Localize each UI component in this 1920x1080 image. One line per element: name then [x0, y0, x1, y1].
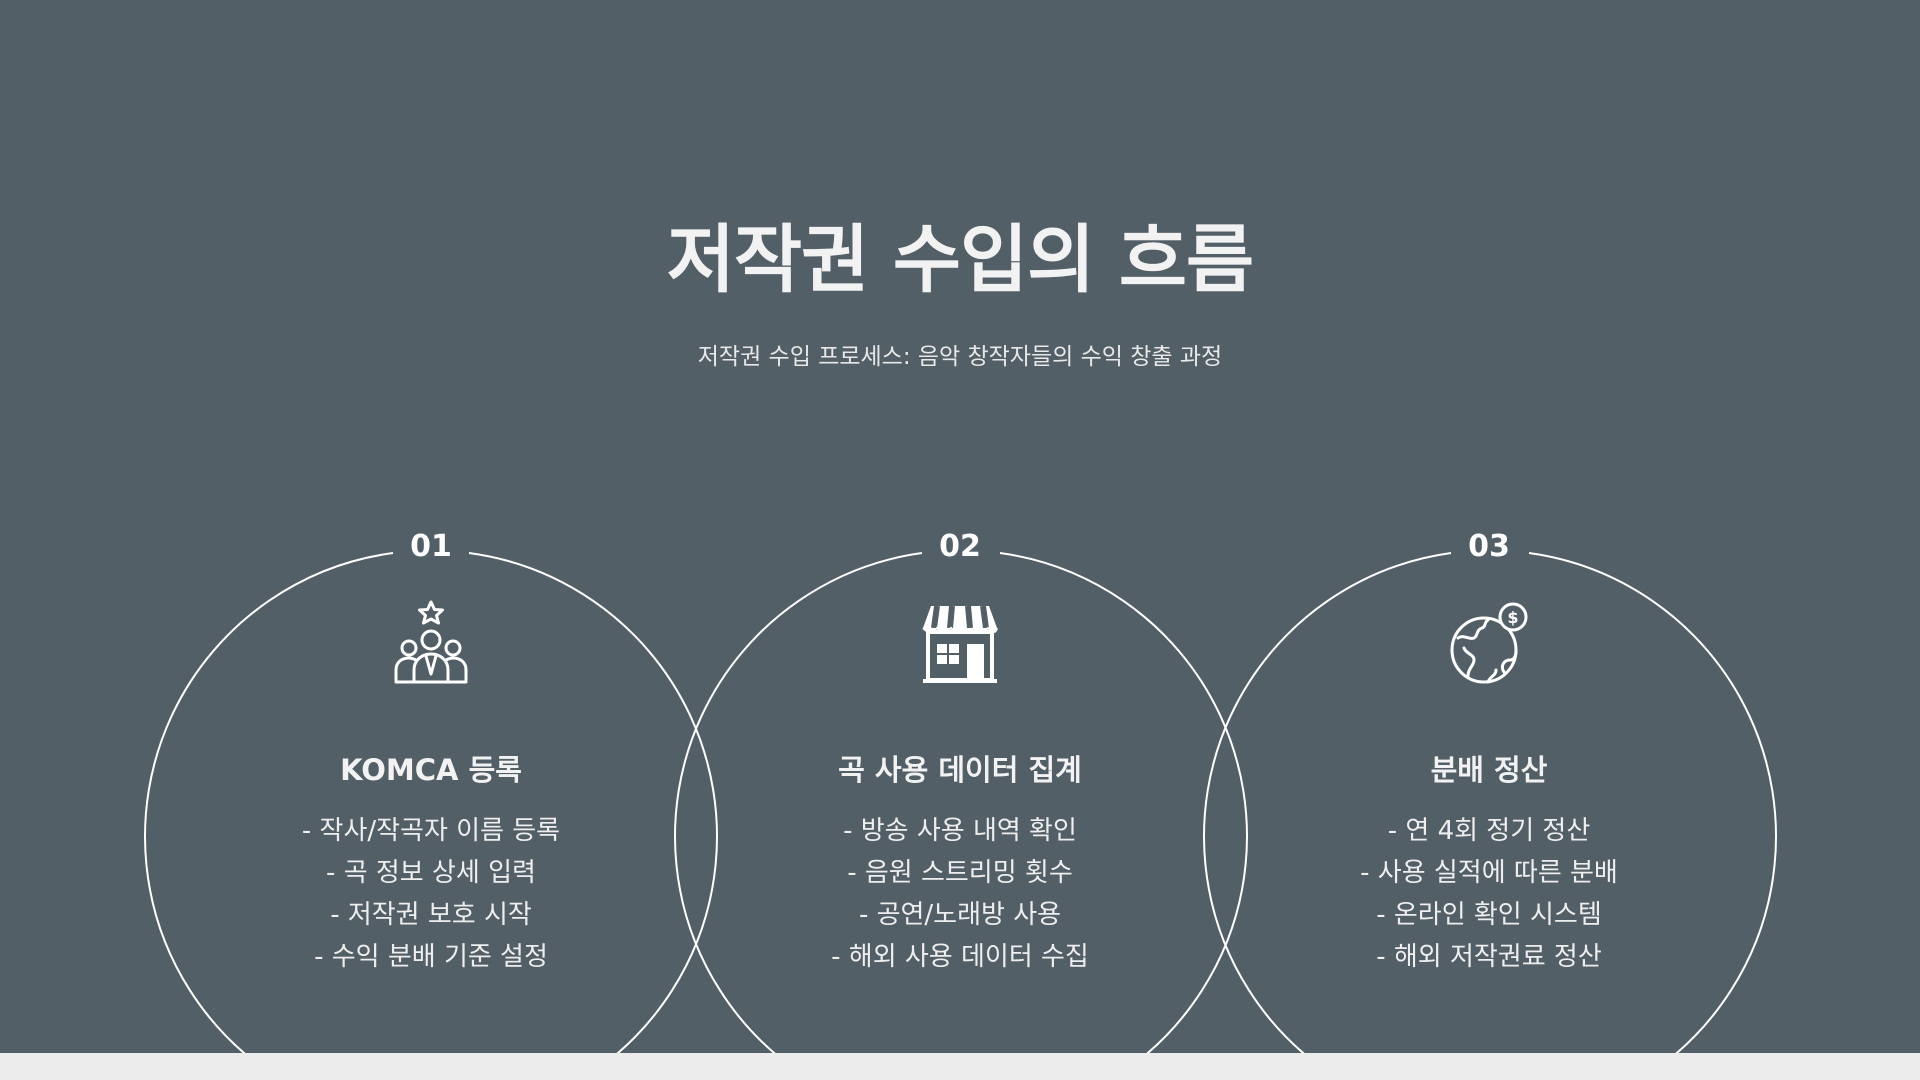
- list-item: - 해외 저작권료 정산: [1376, 942, 1602, 972]
- list-item: - 연 4회 정기 정산: [1387, 816, 1591, 846]
- ring-1: [144, 552, 718, 1053]
- step-items: - 방송 사용 내역 확인 - 음원 스트리밍 횟수 - 공연/노래방 사용 -…: [700, 810, 1220, 978]
- step-heading: KOMCA 등록: [340, 753, 522, 787]
- list-item: - 해외 사용 데이터 수집: [831, 942, 1089, 972]
- list-item: - 저작권 보호 시작: [330, 900, 532, 930]
- people-star-icon: [386, 598, 476, 688]
- list-item: - 음원 스트리밍 횟수: [847, 858, 1073, 888]
- page-title: 저작권 수입의 흐름: [666, 217, 1254, 303]
- globe-dollar-icon: $: [1444, 598, 1534, 688]
- list-item: - 작사/작곡자 이름 등록: [301, 816, 561, 846]
- list-item: - 수익 분배 기준 설정: [314, 942, 548, 972]
- step-1: 01 KOMCA 등록 - 작사/작곡자 이름 등록 - 곡 정보 상세 입력 …: [171, 0, 691, 1053]
- step-number: 02: [939, 529, 981, 564]
- list-item: - 곡 정보 상세 입력: [326, 858, 536, 888]
- svg-text:$: $: [1507, 608, 1518, 627]
- store-icon: [915, 598, 1005, 688]
- page-subtitle: 저작권 수입 프로세스: 음악 창작자들의 수익 창출 과정: [697, 344, 1223, 370]
- list-item: - 공연/노래방 사용: [858, 900, 1062, 930]
- ring-2: [674, 552, 1248, 1053]
- list-item: - 사용 실적에 따른 분배: [1360, 858, 1618, 888]
- slide: 저작권 수입의 흐름 저작권 수입 프로세스: 음악 창작자들의 수익 창출 과…: [0, 0, 1920, 1053]
- step-number: 03: [1468, 529, 1510, 564]
- bottom-bar: [0, 1053, 1920, 1080]
- step-items: - 작사/작곡자 이름 등록 - 곡 정보 상세 입력 - 저작권 보호 시작 …: [171, 810, 691, 978]
- step-items: - 연 4회 정기 정산 - 사용 실적에 따른 분배 - 온라인 확인 시스템…: [1229, 810, 1749, 978]
- step-heading: 분배 정산: [1430, 753, 1548, 787]
- step-2: 02 곡 사용 데이터 집계 - 방송 사용 내역 확인: [700, 0, 1220, 1053]
- list-item: - 방송 사용 내역 확인: [843, 816, 1077, 846]
- step-heading: 곡 사용 데이터 집계: [838, 753, 1082, 787]
- ring-diagram: [144, 552, 1777, 1053]
- list-item: - 온라인 확인 시스템: [1376, 900, 1602, 930]
- ring-3: [1203, 552, 1777, 1053]
- step-3: 03 $ 분배 정산 - 연 4회 정기 정산 - 사용 실적에 따른 분배 -…: [1229, 0, 1749, 1053]
- step-number: 01: [410, 529, 452, 564]
